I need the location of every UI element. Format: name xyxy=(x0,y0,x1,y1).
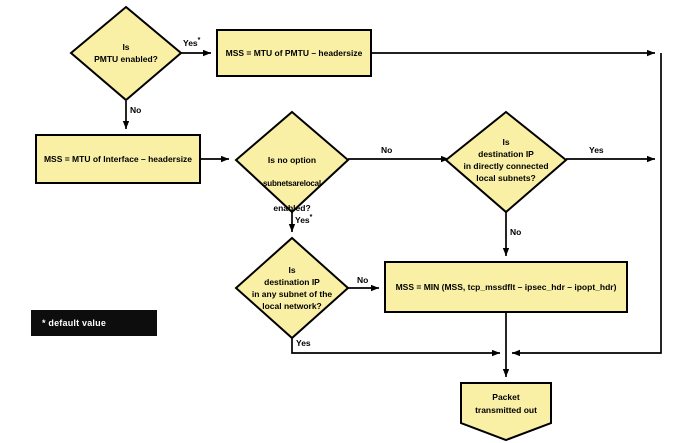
edge-anysubnet-yes xyxy=(291,338,500,357)
edge-label-pmtu-yes-text: Yes xyxy=(183,38,198,48)
node-any-subnet-decision[interactable] xyxy=(234,236,350,340)
edge-label-pmtu-yes: Yes* xyxy=(183,37,201,48)
edge-label-directly-connected-no: No xyxy=(510,227,522,237)
edge-label-any-subnet-no: No xyxy=(357,275,369,285)
edge-label-subnetsarelocal-yes-star: * xyxy=(309,214,313,222)
node-mss-min-process[interactable] xyxy=(384,261,628,313)
edge-label-pmtu-no: No xyxy=(130,105,142,115)
node-mss-pmtu-process[interactable] xyxy=(216,29,372,77)
node-mss-interface-process[interactable] xyxy=(35,134,201,184)
edge-label-subnetsarelocal-yes-text: Yes xyxy=(295,215,310,225)
edge-group xyxy=(122,49,662,377)
node-pmtu-decision[interactable] xyxy=(69,5,183,102)
node-directly-connected-decision[interactable] xyxy=(444,110,568,214)
node-subnetsarelocal-decision[interactable] xyxy=(234,110,350,214)
node-packet-transmitted-terminal[interactable] xyxy=(460,382,552,442)
edge-label-pmtu-yes-star: * xyxy=(197,37,201,45)
legend-default-value: * default value xyxy=(31,310,157,336)
edge-label-directly-connected-yes: Yes xyxy=(589,145,604,155)
edge-label-any-subnet-yes: Yes xyxy=(296,338,311,348)
edge-label-subnetsarelocal-no: No xyxy=(381,145,393,155)
edge-right-rail xyxy=(512,53,662,357)
edge-label-subnetsarelocal-yes: Yes* xyxy=(295,214,313,225)
